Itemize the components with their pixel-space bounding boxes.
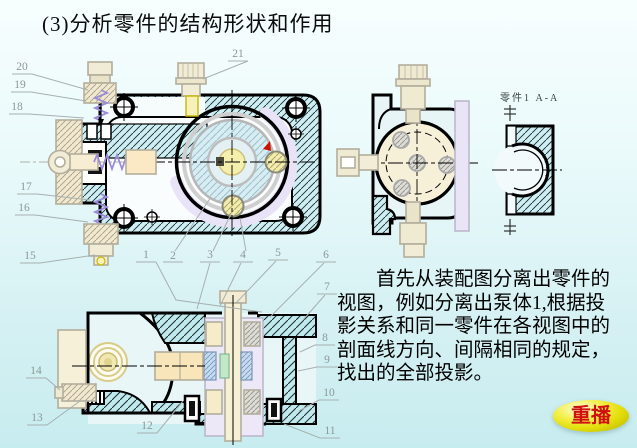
screw-symbols [504,105,516,235]
red-marker [263,141,271,151]
paragraph-line: 视图，例如分离出泵体1,根据投 [337,292,606,314]
callout-20: 20 [16,61,28,73]
callout-3: 3 [207,249,213,261]
callout-11: 11 [324,425,335,437]
description-paragraph: 首先从装配图分离出零件的 视图，例如分离出泵体1,根据投 影关系和同一零件在各视… [337,268,637,386]
leader-lines [9,60,340,439]
top-section-view [54,290,317,445]
paragraph-line: 找出的全部投影。 [337,363,494,384]
callout-8: 8 [322,332,328,344]
callout-5: 5 [275,247,281,259]
callout-14: 14 [30,365,42,377]
replay-button[interactable]: 重播 [553,400,629,432]
corner-bolts [110,93,310,232]
bolt-slots [183,394,283,423]
callout-6: 6 [323,249,329,261]
callout-13: 13 [31,412,43,424]
callout-18: 18 [11,101,23,113]
replay-label: 重播 [571,405,611,427]
callout-4: 4 [240,249,246,261]
callout-2: 2 [170,250,176,262]
side-view [336,64,478,258]
ghost-cover-plate [454,100,470,232]
ghost-valve-top-side [395,64,431,124]
callout-numbers: 20 19 18 17 16 15 21 1 2 3 4 5 6 7 14 13… [11,48,336,437]
callout-16: 16 [18,202,30,214]
section-label: 零件1 A-A [500,93,560,104]
callout-12: 12 [141,420,153,432]
ghost-shaft-side [336,148,379,177]
port-circle [221,194,245,218]
callout-9: 9 [324,354,330,366]
callout-19: 19 [14,79,26,91]
callout-7: 7 [324,281,330,293]
callout-17: 17 [20,181,32,193]
callout-21: 21 [232,48,244,60]
ghost-left-block [54,329,97,409]
ghost-valve-bottom [83,193,119,266]
callout-10: 10 [323,387,335,399]
ghost-relief-valve-top [83,61,117,126]
ghost-filler-cap [175,62,207,117]
ghost-valve-bottom-side [399,201,427,258]
paragraph-line: 首先从装配图分离出零件的 [337,269,611,290]
callout-15: 15 [24,250,36,262]
crescent-chamber [170,107,298,228]
front-section-view [20,61,322,266]
paragraph-line: 剖面线方向、间隔相同的规定， [337,339,611,361]
aa-section-view [492,105,562,235]
paragraph-line: 影关系和同一零件在各视图中的 [337,316,611,337]
page-title: (3)分析零件的结构形状和作用 [42,12,334,36]
mount-foot [371,194,397,236]
callout-1: 1 [143,249,149,261]
ghost-shaft-vertical [154,290,264,442]
ghost-shaft-assembly [20,119,157,205]
ghost-spring-seat [88,342,128,382]
